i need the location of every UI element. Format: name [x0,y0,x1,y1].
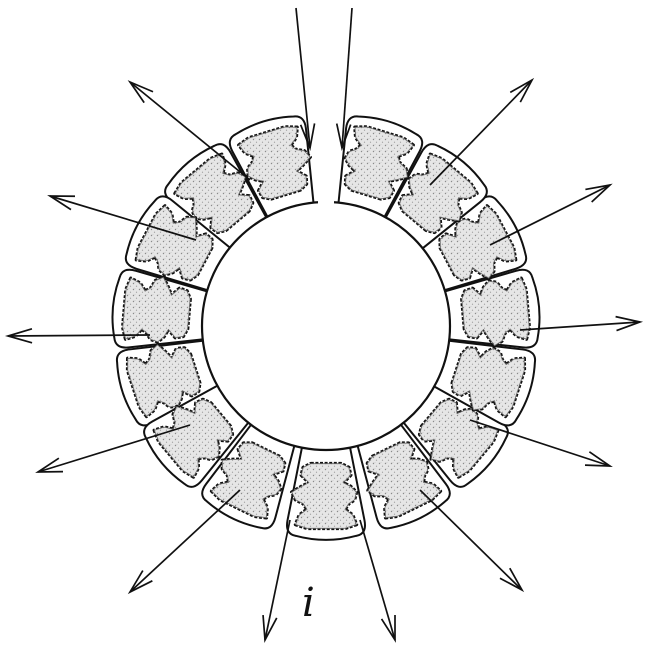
arrow-shaft [8,335,150,336]
arrow-head [585,185,610,202]
ring-slit [318,170,334,210]
arrow-7 [130,490,240,592]
cell-8 [287,446,365,540]
arrow-9 [360,520,395,640]
arrow-shaft [420,490,522,590]
stippled-shell [292,464,357,529]
arrow-8 [263,520,290,640]
arrow-2 [337,8,352,148]
arrow-shaft [130,490,240,592]
ring-inner-opening [202,202,450,450]
arrow-14 [430,80,532,185]
stippled-shell [462,278,529,345]
arrow-shaft [265,520,290,640]
arrow-shaft [360,520,395,640]
arrow-shaft [430,80,532,185]
label-i: i [302,580,315,626]
arrow-10 [420,490,522,590]
